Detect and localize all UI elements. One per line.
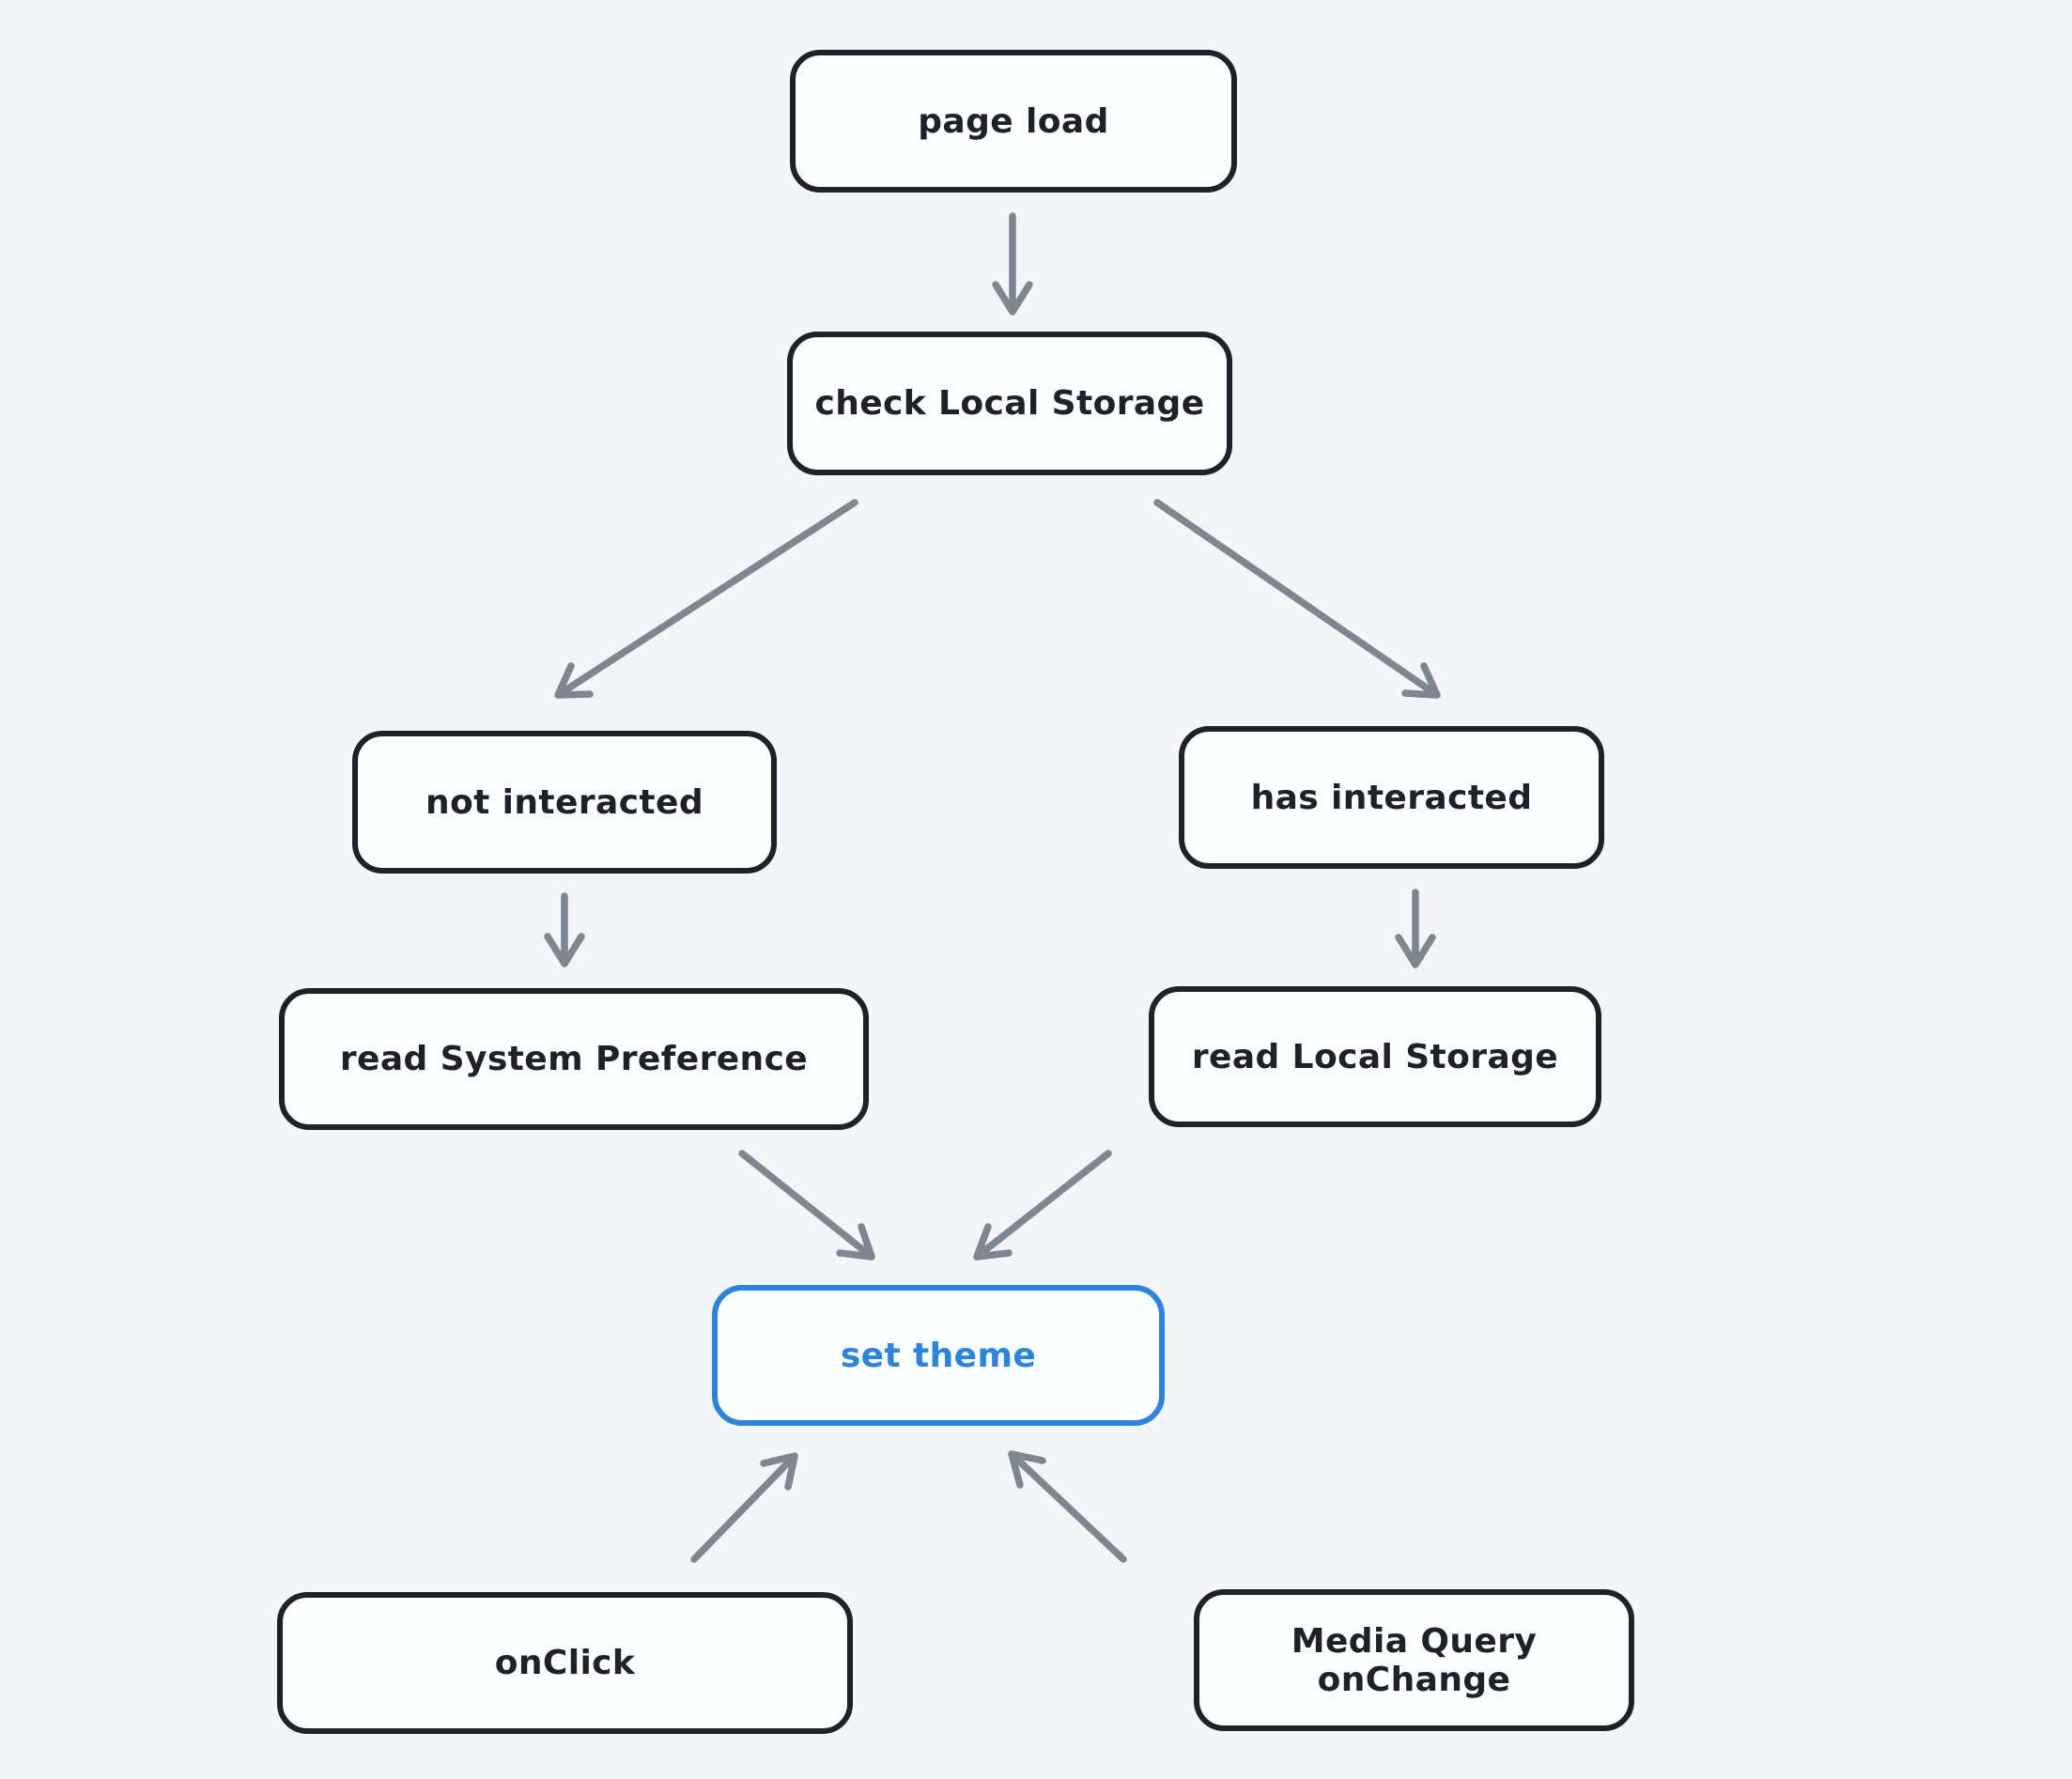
node-label: set theme bbox=[840, 1336, 1037, 1375]
arrow-read-local-storage-to-set-theme bbox=[973, 1150, 1112, 1261]
node-page-load: page load bbox=[790, 50, 1237, 193]
arrow-check-local-storage-to-has-interacted bbox=[1153, 499, 1441, 699]
node-label: has interacted bbox=[1250, 778, 1533, 817]
node-label: read Local Storage bbox=[1191, 1037, 1559, 1076]
arrow-page-load-to-check-local-storage bbox=[992, 212, 1033, 316]
node-label: not interacted bbox=[425, 782, 704, 822]
arrow-check-local-storage-to-not-interacted bbox=[554, 499, 858, 699]
node-label: check Local Storage bbox=[814, 384, 1205, 423]
node-read-system-preference: read System Preference bbox=[279, 988, 869, 1130]
node-media-query-onchange: Media Query onChange bbox=[1194, 1589, 1634, 1731]
node-set-theme: set theme bbox=[712, 1285, 1165, 1426]
node-read-local-storage: read Local Storage bbox=[1149, 986, 1601, 1127]
arrow-media-query-onchange-to-set-theme bbox=[1008, 1450, 1127, 1563]
node-label: onClick bbox=[494, 1644, 636, 1682]
node-label: read System Preference bbox=[339, 1040, 809, 1078]
arrow-not-interacted-to-read-system-preference bbox=[544, 892, 585, 967]
arrow-read-system-preference-to-set-theme bbox=[738, 1150, 875, 1261]
arrow-onclick-to-set-theme bbox=[690, 1452, 798, 1563]
node-has-interacted: has interacted bbox=[1179, 726, 1604, 869]
arrow-has-interacted-to-read-local-storage bbox=[1395, 889, 1436, 968]
node-label: page load bbox=[918, 101, 1109, 141]
node-label: Media Query onChange bbox=[1291, 1621, 1538, 1699]
node-check-local-storage: check Local Storage bbox=[787, 332, 1232, 475]
node-not-interacted: not interacted bbox=[352, 731, 777, 874]
node-onclick: onClick bbox=[277, 1592, 853, 1734]
